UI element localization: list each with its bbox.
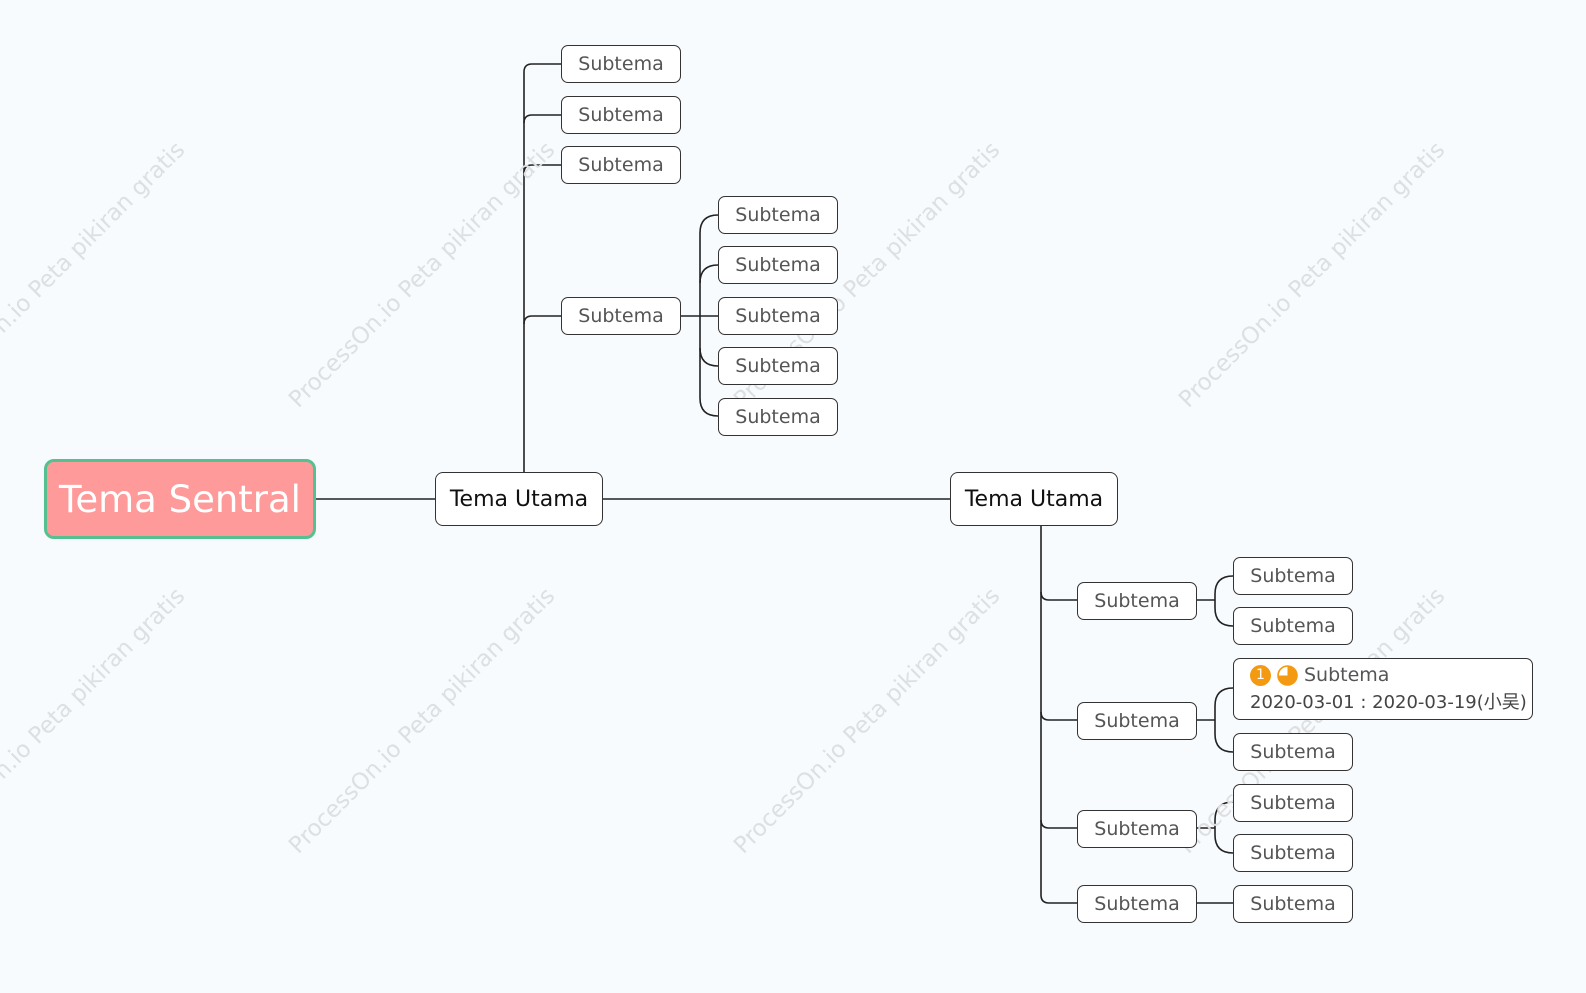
- subtopic-label: Subtema: [735, 254, 821, 276]
- task-subtopic-header: 1 Subtema: [1250, 664, 1389, 686]
- subtopic-label: Subtema: [735, 406, 821, 428]
- subtopic-label: Subtema: [1250, 741, 1336, 763]
- connector-main1-trunk: [523, 63, 561, 472]
- subtopic-label: Subtema: [1094, 710, 1180, 732]
- subtopic-b1[interactable]: Subtema: [1077, 582, 1197, 620]
- subtopic-label: Subtema: [1094, 590, 1180, 612]
- subtopic-label: Subtema: [1094, 893, 1180, 915]
- subtopic-a1[interactable]: Subtema: [561, 45, 681, 83]
- connector-g3-trunk: [1214, 801, 1234, 854]
- subtopic-label: Subtema: [1250, 615, 1336, 637]
- main-topic-label: Tema Utama: [964, 486, 1104, 512]
- subtopic-a3[interactable]: Subtema: [561, 146, 681, 184]
- subtopic-label: Subtema: [1250, 893, 1336, 915]
- connector-g1-trunk: [1214, 575, 1234, 627]
- main-topic-label: Tema Utama: [449, 486, 589, 512]
- subtopic-b1-child-2[interactable]: Subtema: [1233, 607, 1353, 645]
- subtopic-b1-child-1[interactable]: Subtema: [1233, 557, 1353, 595]
- subtopic-label: Subtema: [735, 204, 821, 226]
- connector-branch-a-3: [523, 164, 561, 174]
- subtopic-b3[interactable]: Subtema: [1077, 810, 1197, 848]
- central-topic[interactable]: Tema Sentral: [44, 459, 316, 539]
- subtopic-b2[interactable]: Subtema: [1077, 702, 1197, 740]
- connector-branch-a-4: [523, 315, 561, 325]
- subtopic-a2[interactable]: Subtema: [561, 96, 681, 134]
- connector-g2-trunk: [1214, 687, 1234, 753]
- subtopic-label: Subtema: [578, 53, 664, 75]
- subtopic-label: Subtema: [1094, 818, 1180, 840]
- subtopic-label: Subtema: [578, 104, 664, 126]
- task-subtopic[interactable]: 1 Subtema 2020-03-01 : 2020-03-19(小吴): [1233, 658, 1533, 720]
- subtopic-label: Subtema: [735, 355, 821, 377]
- subtopic-b3-child-1[interactable]: Subtema: [1233, 784, 1353, 822]
- subtopic-label: Subtema: [1250, 792, 1336, 814]
- subtopic-b4[interactable]: Subtema: [1077, 885, 1197, 923]
- subtopic-label: Subtema: [578, 305, 664, 327]
- central-topic-label: Tema Sentral: [59, 477, 301, 521]
- connector-branch-a-2: [523, 114, 561, 124]
- subtopic-a4[interactable]: Subtema: [561, 297, 681, 335]
- subtopic-a4-child-5[interactable]: Subtema: [718, 398, 838, 436]
- connector-branch-b-3: [1040, 819, 1077, 829]
- connector-branch-b-1: [1040, 591, 1077, 601]
- connector-main2-trunk: [1040, 526, 1077, 904]
- main-topic-2[interactable]: Tema Utama: [950, 472, 1118, 526]
- subtopic-label: Subtema: [1250, 842, 1336, 864]
- task-date-range: 2020-03-01 : 2020-03-19(小吴): [1250, 692, 1527, 713]
- connector-nested-4: [699, 347, 719, 367]
- connector-branch-b-2: [1040, 711, 1077, 721]
- subtopic-a4-child-3[interactable]: Subtema: [718, 297, 838, 335]
- subtopic-b3-child-2[interactable]: Subtema: [1233, 834, 1353, 872]
- subtopic-label: Subtema: [1250, 565, 1336, 587]
- subtopic-a4-child-2[interactable]: Subtema: [718, 246, 838, 284]
- subtopic-label: Subtema: [735, 305, 821, 327]
- priority-badge-icon: 1: [1250, 664, 1271, 686]
- subtopic-a4-child-4[interactable]: Subtema: [718, 347, 838, 385]
- subtopic-a4-child-1[interactable]: Subtema: [718, 196, 838, 234]
- subtopic-label: Subtema: [578, 154, 664, 176]
- main-topic-1[interactable]: Tema Utama: [435, 472, 603, 526]
- subtopic-label: Subtema: [1304, 664, 1390, 686]
- subtopic-b4-child-1[interactable]: Subtema: [1233, 885, 1353, 923]
- connector-nested-2: [699, 264, 719, 284]
- subtopic-b2-child-2[interactable]: Subtema: [1233, 733, 1353, 771]
- three-quarter-pie-icon: [1277, 664, 1298, 686]
